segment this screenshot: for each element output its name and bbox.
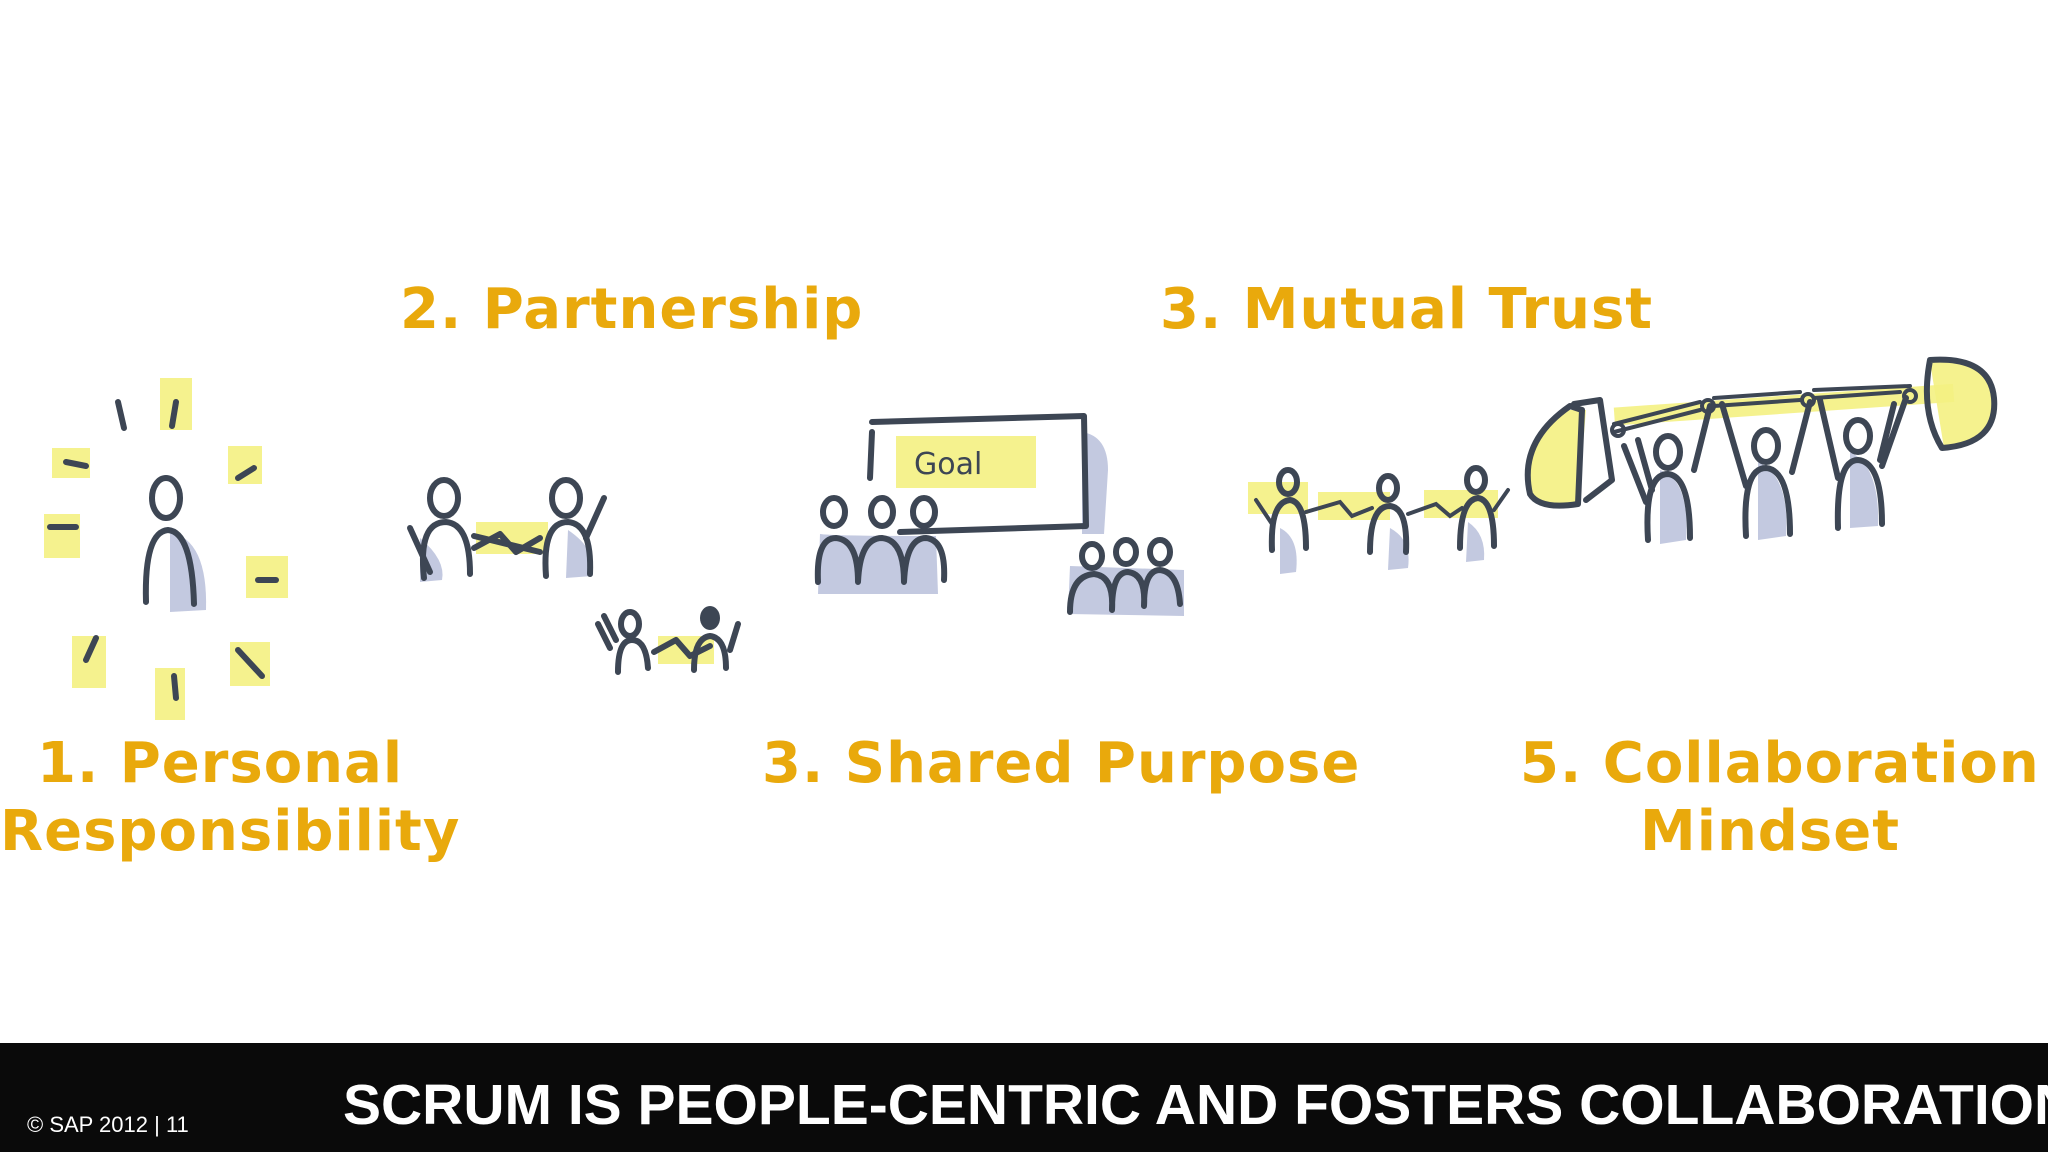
person-arms bbox=[1817, 395, 1909, 481]
goal-glow bbox=[896, 436, 1036, 488]
ray-glow bbox=[72, 636, 106, 688]
ray-stroke bbox=[235, 647, 265, 679]
person-body bbox=[1742, 465, 1793, 539]
person-head bbox=[1751, 427, 1781, 465]
group-shadow bbox=[818, 534, 938, 594]
hand-node bbox=[1800, 392, 1816, 408]
person-head bbox=[1147, 537, 1173, 567]
person-head bbox=[700, 606, 720, 630]
person-shadow bbox=[1758, 462, 1787, 540]
goal-board-outline bbox=[869, 413, 1089, 535]
person-body bbox=[542, 519, 594, 579]
person-shadow bbox=[170, 532, 207, 612]
group-bodies bbox=[814, 535, 948, 585]
person-shadow bbox=[1280, 528, 1297, 574]
label-partnership: 2. Partnership bbox=[400, 277, 864, 342]
label-shared-purpose: 3. Shared Purpose bbox=[762, 731, 1361, 796]
partnership-illustration bbox=[407, 477, 741, 675]
ray-stroke bbox=[83, 635, 99, 663]
label-personal-responsibility: 1. Personal Responsibility bbox=[0, 730, 461, 866]
person-head bbox=[1653, 433, 1683, 471]
shield-glow bbox=[1930, 361, 1995, 448]
collaboration-mindset-illustration bbox=[1524, 356, 1998, 544]
person-arm bbox=[595, 613, 619, 651]
goal-board-text: Goal bbox=[914, 447, 982, 482]
hand-node bbox=[1610, 422, 1626, 438]
person-body bbox=[615, 637, 651, 675]
ray-stroke bbox=[235, 465, 257, 481]
table-crossed-hands bbox=[471, 531, 543, 555]
linked-arms bbox=[1254, 488, 1510, 526]
shared-purpose-illustration: Goal bbox=[814, 413, 1184, 616]
label-collab-line1: 5. Collaboration bbox=[1520, 731, 2040, 796]
person-head bbox=[549, 477, 583, 519]
ray-glow bbox=[228, 446, 262, 484]
shield-right bbox=[1923, 356, 1998, 451]
label-mutual-trust: 3. Mutual Trust bbox=[1160, 277, 1654, 342]
slide-headline: SCRUM IS PEOPLE-CENTRIC AND FOSTERS COLL… bbox=[343, 1073, 2048, 1137]
person-head bbox=[910, 495, 938, 529]
person-arm bbox=[583, 495, 607, 541]
person-shadow bbox=[1660, 470, 1687, 544]
person-body bbox=[142, 527, 197, 607]
shield-left bbox=[1524, 403, 1585, 509]
person-head bbox=[1843, 417, 1873, 455]
mutual-trust-illustration bbox=[1248, 465, 1510, 574]
person-body bbox=[1644, 471, 1693, 543]
person-body bbox=[1367, 503, 1410, 555]
person-shadow bbox=[1850, 452, 1879, 528]
person-arm bbox=[727, 621, 741, 653]
group-bodies bbox=[1067, 567, 1183, 615]
person-shadow bbox=[1388, 528, 1409, 570]
shield-left bbox=[1571, 397, 1615, 503]
ray-stroke bbox=[171, 673, 179, 701]
person-head bbox=[1079, 541, 1105, 571]
group-shadow bbox=[1068, 566, 1184, 616]
person-head bbox=[820, 495, 848, 529]
person-head bbox=[1113, 537, 1139, 567]
person-head bbox=[868, 495, 896, 529]
label-collab-line2: Mindset bbox=[1640, 799, 1900, 864]
ray-glow bbox=[44, 514, 80, 558]
person-body bbox=[1268, 497, 1309, 553]
ray-stroke bbox=[169, 399, 179, 429]
rope-lines bbox=[1612, 384, 1912, 434]
ray-stroke bbox=[63, 459, 89, 469]
hand-node bbox=[1700, 398, 1716, 414]
person-arm bbox=[407, 525, 433, 575]
person-head bbox=[427, 477, 461, 519]
copyright-text: © SAP 2012 | 11 bbox=[27, 1112, 189, 1137]
label-collaboration-mindset: 5. Collaboration Mindset bbox=[1520, 730, 2040, 866]
person-body bbox=[420, 519, 473, 581]
goal-board-outline bbox=[867, 429, 875, 481]
person-shadow bbox=[1466, 522, 1485, 562]
person-body bbox=[1834, 457, 1885, 531]
person-head bbox=[618, 609, 642, 639]
hand-node bbox=[1902, 388, 1918, 404]
person-head bbox=[1464, 465, 1488, 495]
person-head bbox=[1376, 473, 1400, 503]
ray-glow bbox=[155, 668, 185, 720]
person-body bbox=[1457, 495, 1497, 551]
person-arms bbox=[1621, 403, 1713, 505]
personal-responsibility-illustration bbox=[44, 378, 288, 720]
label-personal-line1: 1. Personal bbox=[36, 731, 404, 796]
footer-bar bbox=[0, 1043, 2048, 1152]
person-arms bbox=[1719, 399, 1813, 489]
label-personal-line2: Responsibility bbox=[0, 799, 461, 864]
table-crossed-hands bbox=[651, 637, 713, 659]
person-head bbox=[149, 475, 183, 521]
ray-stroke bbox=[115, 399, 127, 431]
person-shadow bbox=[566, 530, 593, 578]
person-head bbox=[1276, 467, 1300, 497]
